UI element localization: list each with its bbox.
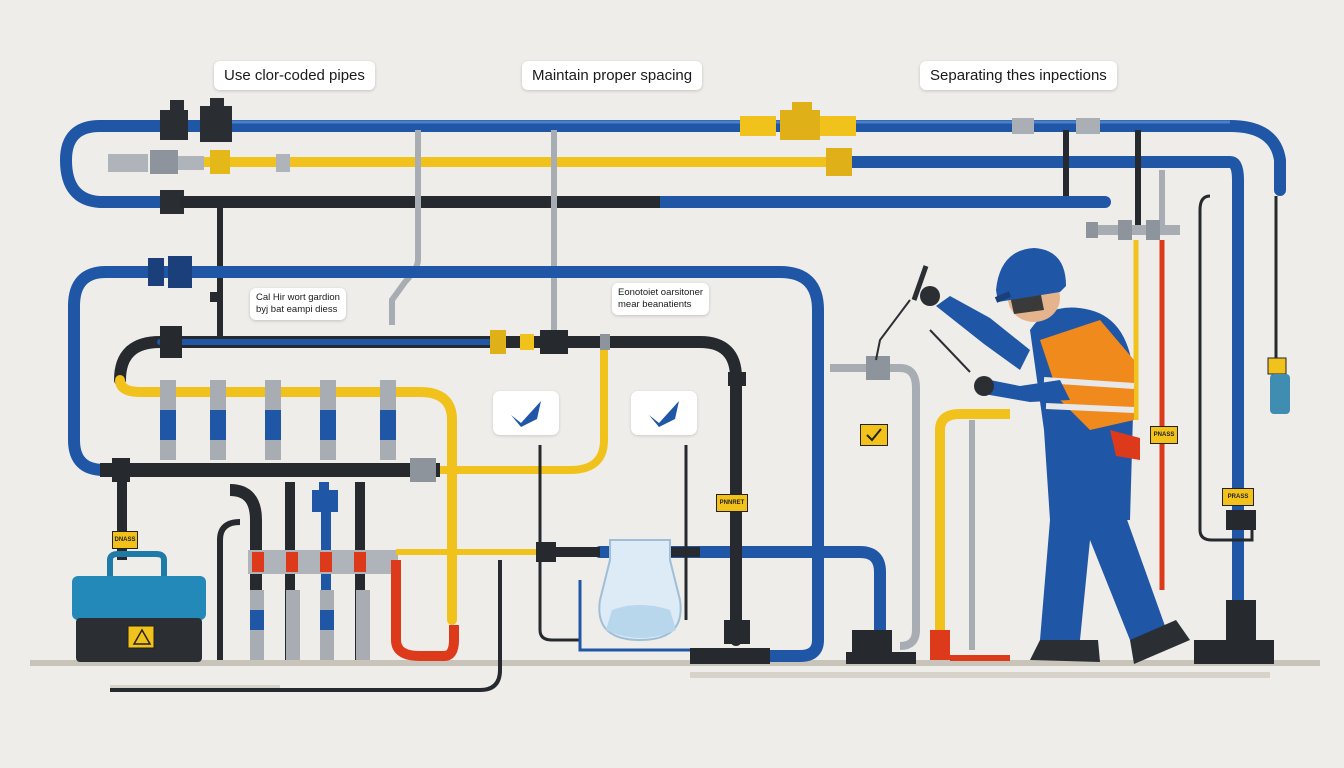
- tag-post-right: PRASS: [1222, 488, 1254, 506]
- tag-hanger: PNASS: [1150, 426, 1178, 444]
- middle-fittings: [148, 256, 222, 302]
- right-valves: [830, 356, 1010, 664]
- callout-note-left-line1: Cal Hir wort gardion: [256, 292, 340, 304]
- worker-figure: [876, 248, 1190, 664]
- floor: [30, 660, 1320, 691]
- toolbox-icon: [72, 554, 206, 662]
- warning-icon: [860, 424, 888, 446]
- checkmark-icon: [631, 391, 697, 435]
- callout-inspections: Separating thes inpections: [920, 61, 1117, 90]
- tag-valve-mid: PNNRET: [716, 494, 748, 512]
- callout-spacing: Maintain proper spacing: [522, 61, 702, 90]
- checkmark-box-right: [631, 391, 697, 435]
- callout-note-mid-line2: mear beanatients: [618, 299, 703, 311]
- checkmark-box-left: [493, 391, 559, 435]
- callout-note-left: Cal Hir wort gardion byj bat eampi diess: [250, 288, 346, 320]
- callout-note-left-line2: byj bat eampi diess: [256, 304, 340, 316]
- tag-toolbox: DNASS: [112, 531, 138, 549]
- checkmark-icon: [493, 391, 559, 435]
- callout-color-coded: Use clor-coded pipes: [214, 61, 375, 90]
- callout-note-mid: Eonotoiet oarsitoner mear beanatients: [612, 283, 709, 315]
- callout-note-mid-line1: Eonotoiet oarsitoner: [618, 287, 703, 299]
